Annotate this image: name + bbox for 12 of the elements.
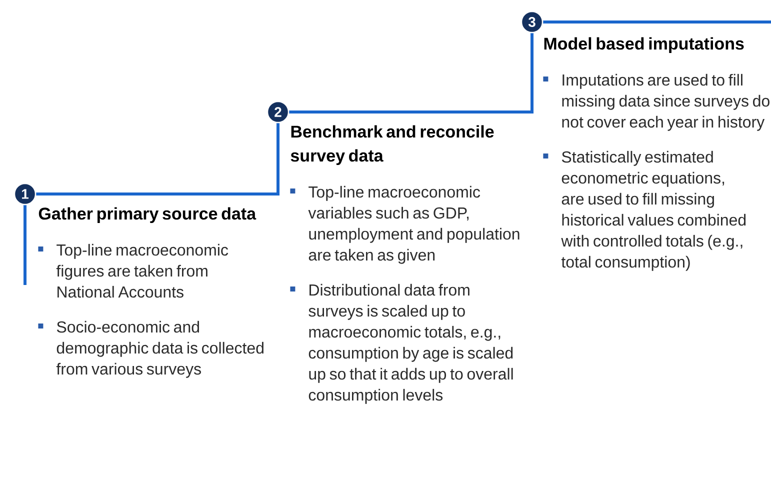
- bullet-point: Distributional data from surveys is scaled up to macroeconomic totals, e.g., consumption by age is scaled up so that it adds up to overall consumption levels: [290, 284, 513, 404]
- node-text: 1: [22, 189, 29, 199]
- bullet-point: Statistically estimated econometric equations, are used to fill missing historical values combined with controlled totals (e.g., total consumption): [543, 150, 746, 271]
- step-heading: Model based imputations: [544, 37, 744, 54]
- step-heading: Benchmark and reconcile survey data: [290, 125, 494, 166]
- bullet-point: Top-line macroeconomic figures are taken from National Accounts: [38, 244, 228, 298]
- bullet-point: Top-line macroeconomic variables such as GDP, unemployment and population are taken as given: [290, 186, 520, 264]
- step-heading: Gather primary source data: [38, 207, 256, 224]
- node-text: 2: [274, 107, 282, 117]
- bullet-point: Imputations are used to fill missing data since surveys do not cover each year in history: [543, 74, 770, 131]
- bullet-point: Socio-economic and demographic data is collected from various surveys: [38, 320, 264, 378]
- node-text: 3: [528, 17, 536, 27]
